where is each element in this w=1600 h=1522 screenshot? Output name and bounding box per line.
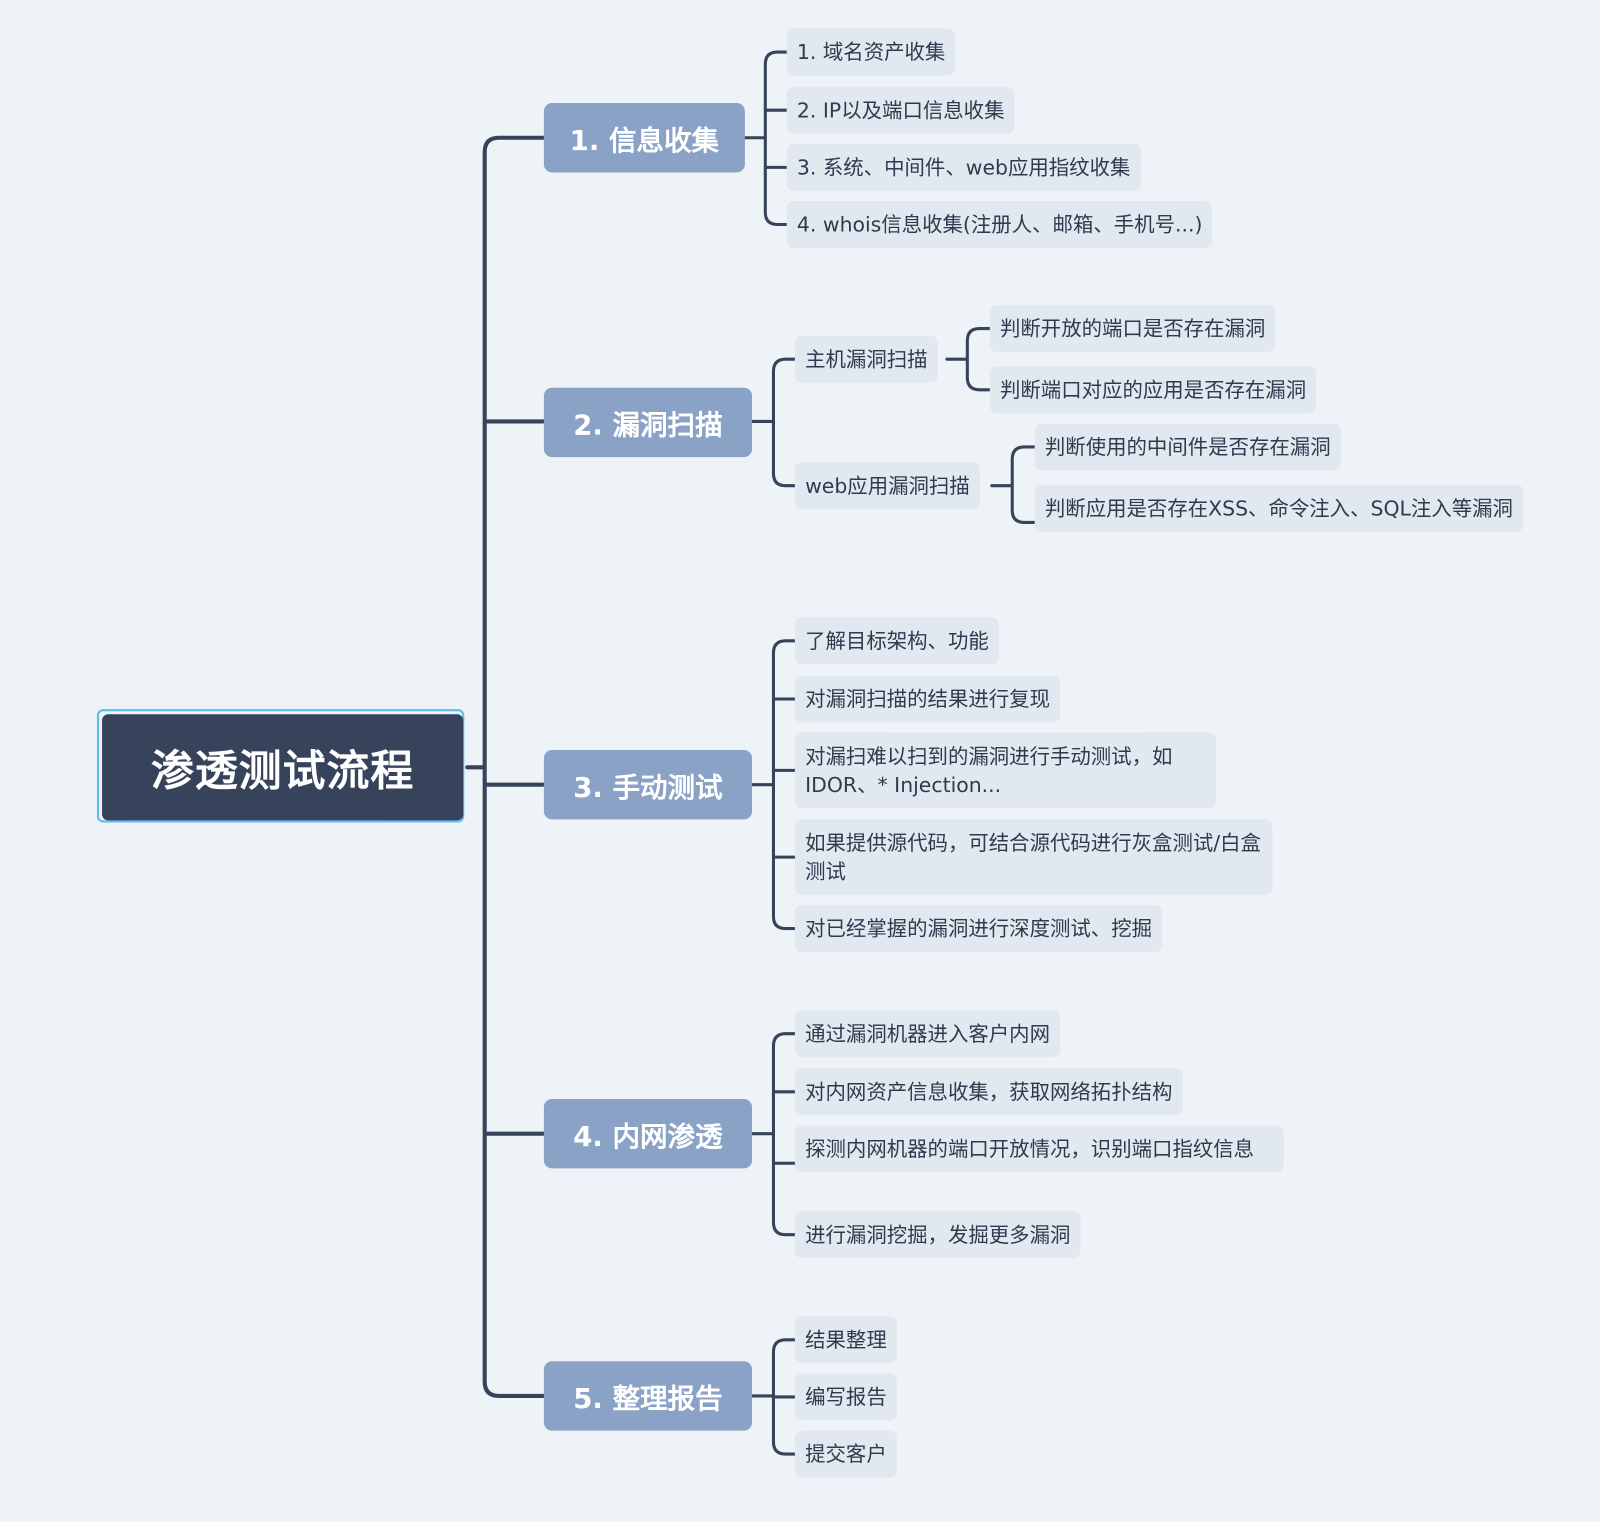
branch-vuln-scan[interactable]: 2. 漏洞扫描 [543,387,753,458]
branch-info-gathering[interactable]: 1. 信息收集 [543,103,745,173]
leaf-node[interactable]: 对已经掌握的漏洞进行深度测试、挖掘 [794,905,1163,953]
leaf-node[interactable]: 提交客户 [794,1430,897,1478]
host-scan-connector [945,327,992,392]
leaf-node[interactable]: 通过漏洞机器进入客户内网 [794,1010,1061,1058]
leaf-node[interactable]: 1. 域名资产收集 [786,28,956,76]
branch-intranet[interactable]: 4. 内网渗透 [543,1098,753,1169]
trunk-connector [465,135,546,1398]
branch2-connector [750,357,797,488]
web-scan-connector [990,445,1037,524]
leaf-node[interactable]: 3. 系统、中间件、web应用指纹收集 [786,143,1141,191]
leaf-node[interactable]: 判断使用的中间件是否存在漏洞 [1034,423,1341,471]
leaf-node[interactable]: 对内网资产信息收集，获取网络拓扑结构 [794,1068,1183,1116]
leaf-node[interactable]: 对漏洞扫描的结果进行复现 [794,675,1061,723]
branch5-connector [750,1338,797,1456]
leaf-node[interactable]: 判断开放的端口是否存在漏洞 [989,305,1276,353]
host-scan-node[interactable]: 主机漏洞扫描 [794,335,938,383]
leaf-node[interactable]: 编写报告 [794,1373,897,1421]
leaf-node[interactable]: 进行漏洞挖掘，发掘更多漏洞 [794,1211,1081,1259]
leaf-node[interactable]: 判断应用是否存在XSS、命令注入、SQL注入等漏洞 [1034,484,1524,532]
branch-report[interactable]: 5. 整理报告 [543,1361,753,1431]
branch1-connector [743,50,789,227]
leaf-node[interactable]: 对漏扫难以扫到的漏洞进行手动测试，如IDOR、* Injection... [794,732,1217,809]
leaf-node[interactable]: 探测内网机器的端口开放情况，识别端口指纹信息 [794,1125,1284,1173]
leaf-node[interactable]: 了解目标架构、功能 [794,617,999,665]
leaf-node[interactable]: 判断端口对应的应用是否存在漏洞 [989,366,1317,414]
web-scan-node[interactable]: web应用漏洞扫描 [794,462,980,510]
leaf-node[interactable]: 如果提供源代码，可结合源代码进行灰盒测试/白盒测试 [794,819,1273,895]
leaf-node[interactable]: 结果整理 [794,1316,897,1364]
root-node[interactable]: 渗透测试流程 [102,714,464,821]
leaf-node[interactable]: 2. IP以及端口信息收集 [786,86,1015,134]
branch4-connector [750,1032,797,1237]
branch-manual-test[interactable]: 3. 手动测试 [543,749,753,820]
branch3-connector [750,639,797,931]
leaf-node[interactable]: 4. whois信息收集(注册人、邮箱、手机号...) [786,201,1213,248]
